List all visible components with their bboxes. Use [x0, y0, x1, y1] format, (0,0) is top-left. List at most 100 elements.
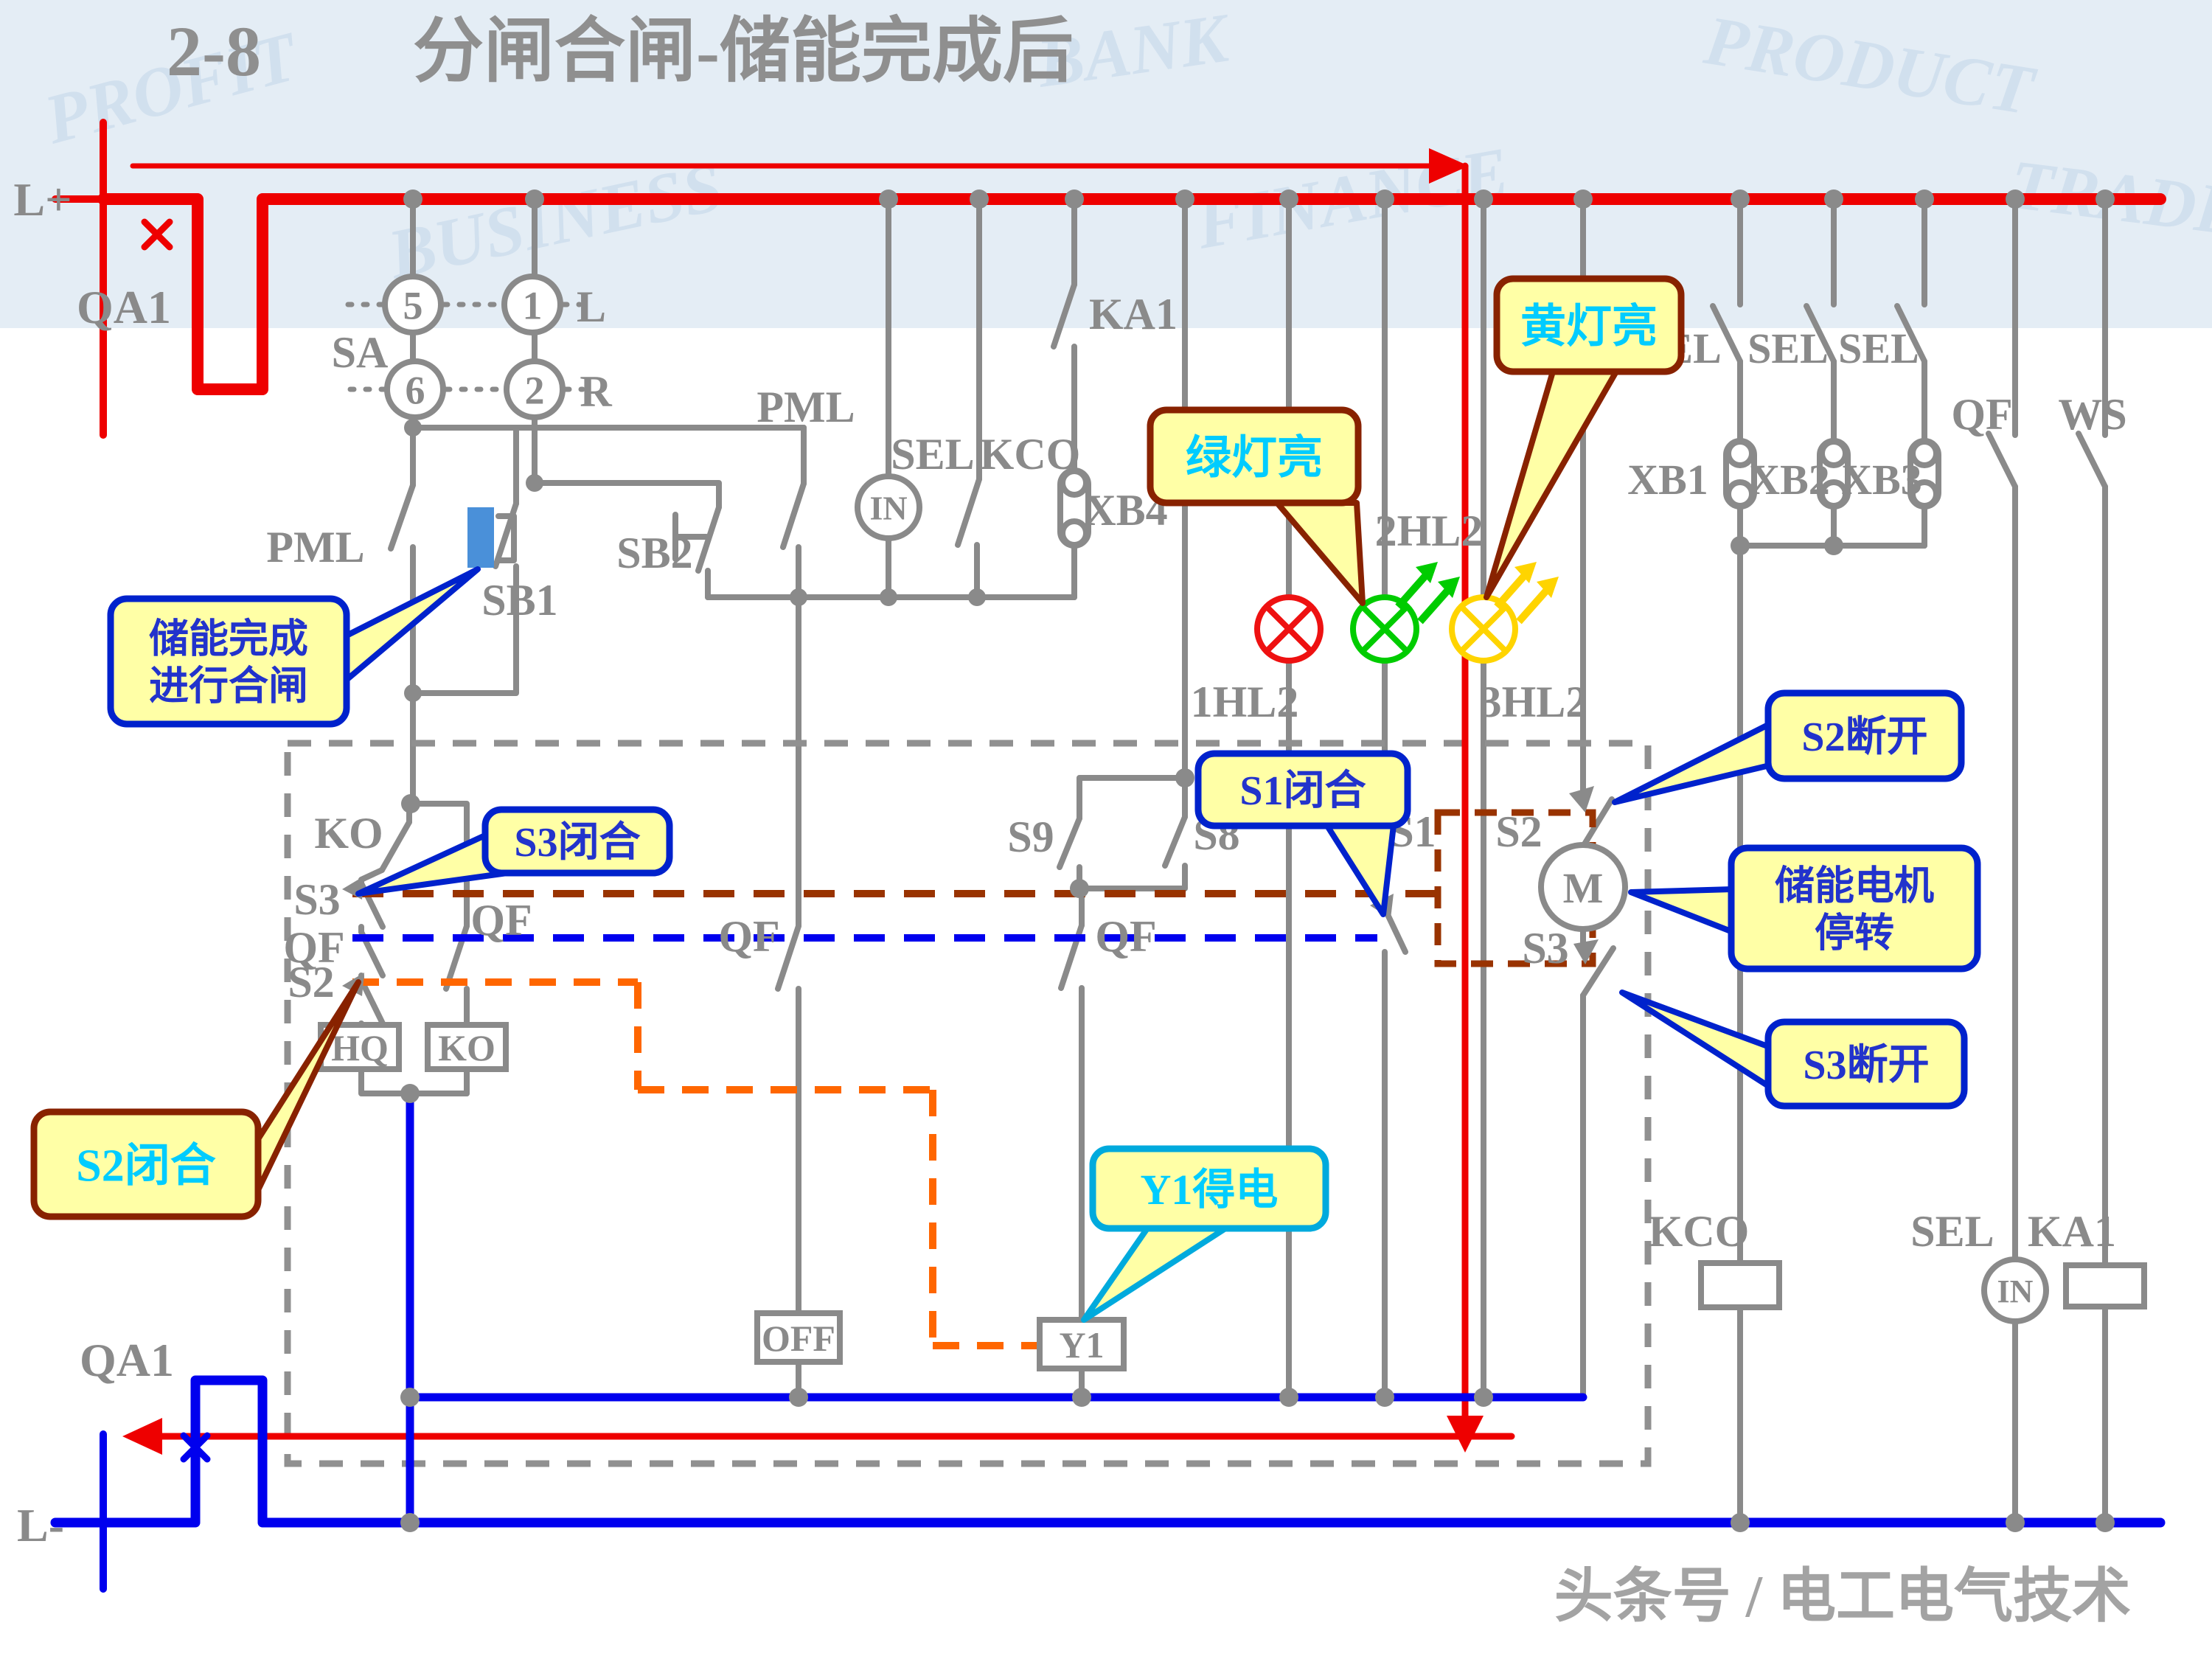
arrowhead-left — [122, 1418, 162, 1455]
watermark: 头条号 / 电工电气技术 — [1554, 1565, 2131, 1630]
xb4-fuse-top — [1060, 468, 1089, 498]
label-sa-r: R — [580, 367, 612, 416]
label-ka1-bottom: KA1 — [2028, 1207, 2116, 1256]
sa-2-ring — [504, 358, 566, 420]
label-ka1-top: KA1 — [1089, 290, 1178, 338]
label-sel-bottom: SEL — [1910, 1207, 1994, 1256]
xb1-fuse — [1723, 438, 1757, 509]
sel-r1-blade — [1710, 303, 1743, 364]
label-sb2: SB2 — [616, 529, 692, 577]
callout-s2-open-line0: S2断开 — [1801, 714, 1927, 760]
bottom-bus — [50, 1375, 2166, 1528]
cam-dashed-box — [1434, 809, 1596, 967]
label-qf-top-right: QF — [1951, 390, 2012, 439]
callout-s3-open-tail — [1619, 990, 1773, 1090]
sa-5-ring — [382, 274, 444, 335]
qa1-bottom-cross — [180, 1432, 211, 1463]
mechanism-dashed-box — [284, 740, 1652, 1467]
label-xb1: XB1 — [1627, 456, 1708, 504]
kco-col — [974, 196, 982, 600]
sb1-branch — [410, 425, 519, 696]
motor-ring — [1538, 842, 1628, 932]
sa-6: 6 — [384, 358, 446, 420]
hq-coil-text: HQ — [331, 1027, 389, 1068]
callout-charge-done-box — [107, 595, 350, 728]
xb4-fuse — [1057, 467, 1091, 549]
lamp-1hl2-cross — [1264, 604, 1314, 654]
xb2-fuse — [1817, 438, 1851, 509]
callout-s2-open-box — [1764, 689, 1965, 782]
lamp-2hl2-ray-head — [1416, 562, 1438, 583]
qf-right-blade — [1986, 431, 2018, 490]
motor: M — [1538, 842, 1628, 932]
callout-s2-closed-box — [30, 1108, 262, 1220]
label-xb2: XB2 — [1749, 456, 1830, 504]
callout-s3-open-box — [1764, 1018, 1968, 1110]
s2-left-arrow — [342, 973, 364, 996]
callout-motor-stop-box — [1728, 844, 1981, 973]
title-number: 2-8 — [167, 12, 261, 91]
sb1-button[interactable] — [467, 507, 494, 568]
label-sel-r3: SEL — [1838, 324, 1919, 372]
xb3-fuse — [1907, 438, 1941, 509]
label-ko-switch: KO — [314, 809, 383, 858]
label-qa1-bottom: QA1 — [80, 1334, 174, 1386]
label-ws: WS — [2058, 390, 2126, 439]
s2-rect-blade — [1580, 796, 1615, 849]
s2-left-blade — [358, 977, 386, 1026]
sel-r2-blade — [1804, 303, 1837, 364]
callout-y1-on-box — [1089, 1145, 1329, 1232]
label-pml-left: PML — [266, 523, 364, 571]
callout-s1-closed-box — [1194, 750, 1411, 830]
callout-s2-closed: S2闭合 — [30, 979, 361, 1220]
ka1-coil-box — [2063, 1262, 2147, 1310]
label-sel-mid: SEL — [891, 430, 974, 479]
kco-coil-box — [1698, 1260, 1782, 1310]
label-pml-mid: PML — [757, 383, 855, 431]
off-coil-box — [754, 1310, 843, 1365]
xb2-fuse-top — [1819, 439, 1848, 468]
off-coil-text: OFF — [762, 1318, 835, 1359]
xb3-fuse-top — [1910, 439, 1939, 468]
callout-s3-closed: S3闭合 — [355, 806, 673, 897]
sa-2: 2 — [504, 358, 566, 420]
label-sel-r2: SEL — [1747, 324, 1829, 372]
ka1-coil — [2063, 1262, 2147, 1310]
in-relay-bottom-text: IN — [1997, 1273, 2034, 1310]
arrowhead-right — [1429, 148, 1469, 184]
label-l-plus: L+ — [13, 173, 72, 226]
callout-green-on-box — [1147, 406, 1362, 507]
label-kco-mid: KCO — [980, 430, 1081, 479]
pml-left-blade — [388, 482, 416, 552]
xb1-fuse-top — [1725, 439, 1755, 468]
callout-yellow-on-box — [1493, 275, 1685, 375]
callout-motor-stop-line1: 停转 — [1815, 911, 1894, 955]
sa-1-ring — [501, 274, 563, 335]
callout-yellow-on: 黄灯亮 — [1484, 275, 1685, 600]
callout-charge-done-line1: 进行合闸 — [149, 664, 308, 708]
label-qf-mid: QF — [718, 912, 779, 961]
lamp-2hl2 — [1350, 562, 1460, 664]
xb4-fuse-bottom — [1060, 518, 1089, 548]
sa-1: 1 — [501, 274, 563, 335]
callout-s2-open: S2断开 — [1612, 689, 1965, 805]
lamp-3hl2-ray-head — [1514, 562, 1537, 583]
pml-mid-blade — [780, 481, 807, 550]
s2-y1-dash — [352, 978, 1038, 1349]
callout-s1-closed: S1闭合 — [1194, 750, 1411, 917]
pml-mid-branch — [796, 425, 807, 600]
y1-coil-text: Y1 — [1059, 1324, 1104, 1366]
s9-blade — [1057, 815, 1082, 870]
label-s3-rect: S3 — [1522, 924, 1568, 973]
label-sa-l: L — [577, 282, 606, 331]
callout-green-on: 绿灯亮 — [1147, 406, 1366, 606]
lamp-1hl2 — [1254, 594, 1324, 664]
label-qf-y1col: QF — [1095, 912, 1156, 961]
label-s2-left: S2 — [288, 958, 334, 1006]
